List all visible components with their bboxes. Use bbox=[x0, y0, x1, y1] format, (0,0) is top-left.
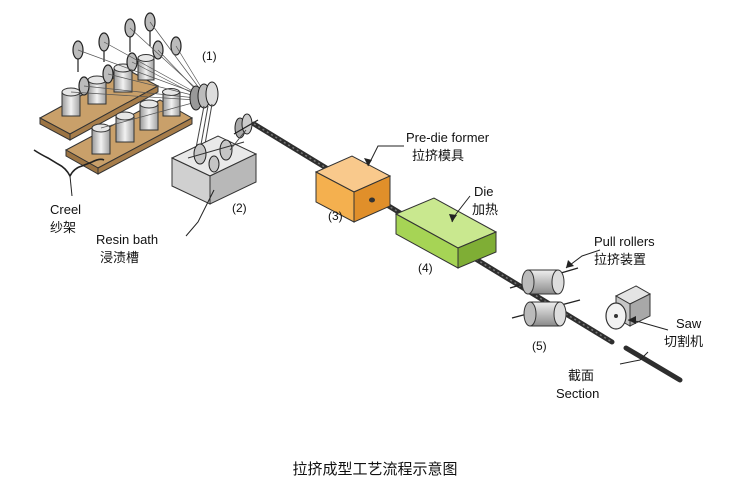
label-pre-die-former-cn: 拉挤模具 bbox=[412, 149, 464, 164]
label-creel: Creel bbox=[50, 202, 81, 217]
label-creel-cn: 纱架 bbox=[50, 221, 76, 236]
pre-die-former bbox=[314, 155, 392, 223]
resin-bath bbox=[170, 135, 258, 205]
label-resin-bath-cn: 浸渍槽 bbox=[100, 251, 139, 266]
saw bbox=[605, 285, 652, 330]
figure-caption: 拉挤成型工艺流程示意图 bbox=[292, 460, 458, 478]
die bbox=[394, 197, 498, 269]
label-die: Die bbox=[474, 184, 494, 199]
label-saw-cn: 切割机 bbox=[664, 334, 703, 350]
label-section-cn: 截面 bbox=[568, 369, 594, 384]
fiber-strands bbox=[70, 21, 205, 129]
label-saw: Saw bbox=[676, 316, 702, 331]
label-step-2: (2) bbox=[232, 201, 247, 215]
arrowheads bbox=[364, 158, 636, 324]
label-pull-rollers-cn: 拉挤装置 bbox=[594, 253, 646, 268]
label-step-4: (4) bbox=[418, 261, 433, 275]
pull-rollers bbox=[509, 267, 581, 327]
label-step-1: (1) bbox=[202, 49, 217, 63]
label-pull-rollers: Pull rollers bbox=[594, 234, 655, 249]
label-resin-bath: Resin bath bbox=[96, 232, 158, 247]
label-die-cn: 加热 bbox=[472, 203, 498, 218]
label-section: Section bbox=[556, 386, 599, 401]
creel bbox=[33, 12, 219, 178]
cut-section-rod bbox=[623, 345, 683, 383]
labels: (1) (2) (3) (4) (5) Creel 纱架 Resin bath … bbox=[50, 49, 703, 401]
label-step-5: (5) bbox=[532, 339, 547, 353]
pultrusion-process-diagram: (1) (2) (3) (4) (5) Creel 纱架 Resin bath … bbox=[33, 12, 703, 401]
collector-reel bbox=[189, 81, 219, 111]
label-pre-die-former: Pre-die former bbox=[406, 130, 490, 145]
label-step-3: (3) bbox=[328, 209, 343, 223]
guide-roller bbox=[233, 113, 259, 139]
